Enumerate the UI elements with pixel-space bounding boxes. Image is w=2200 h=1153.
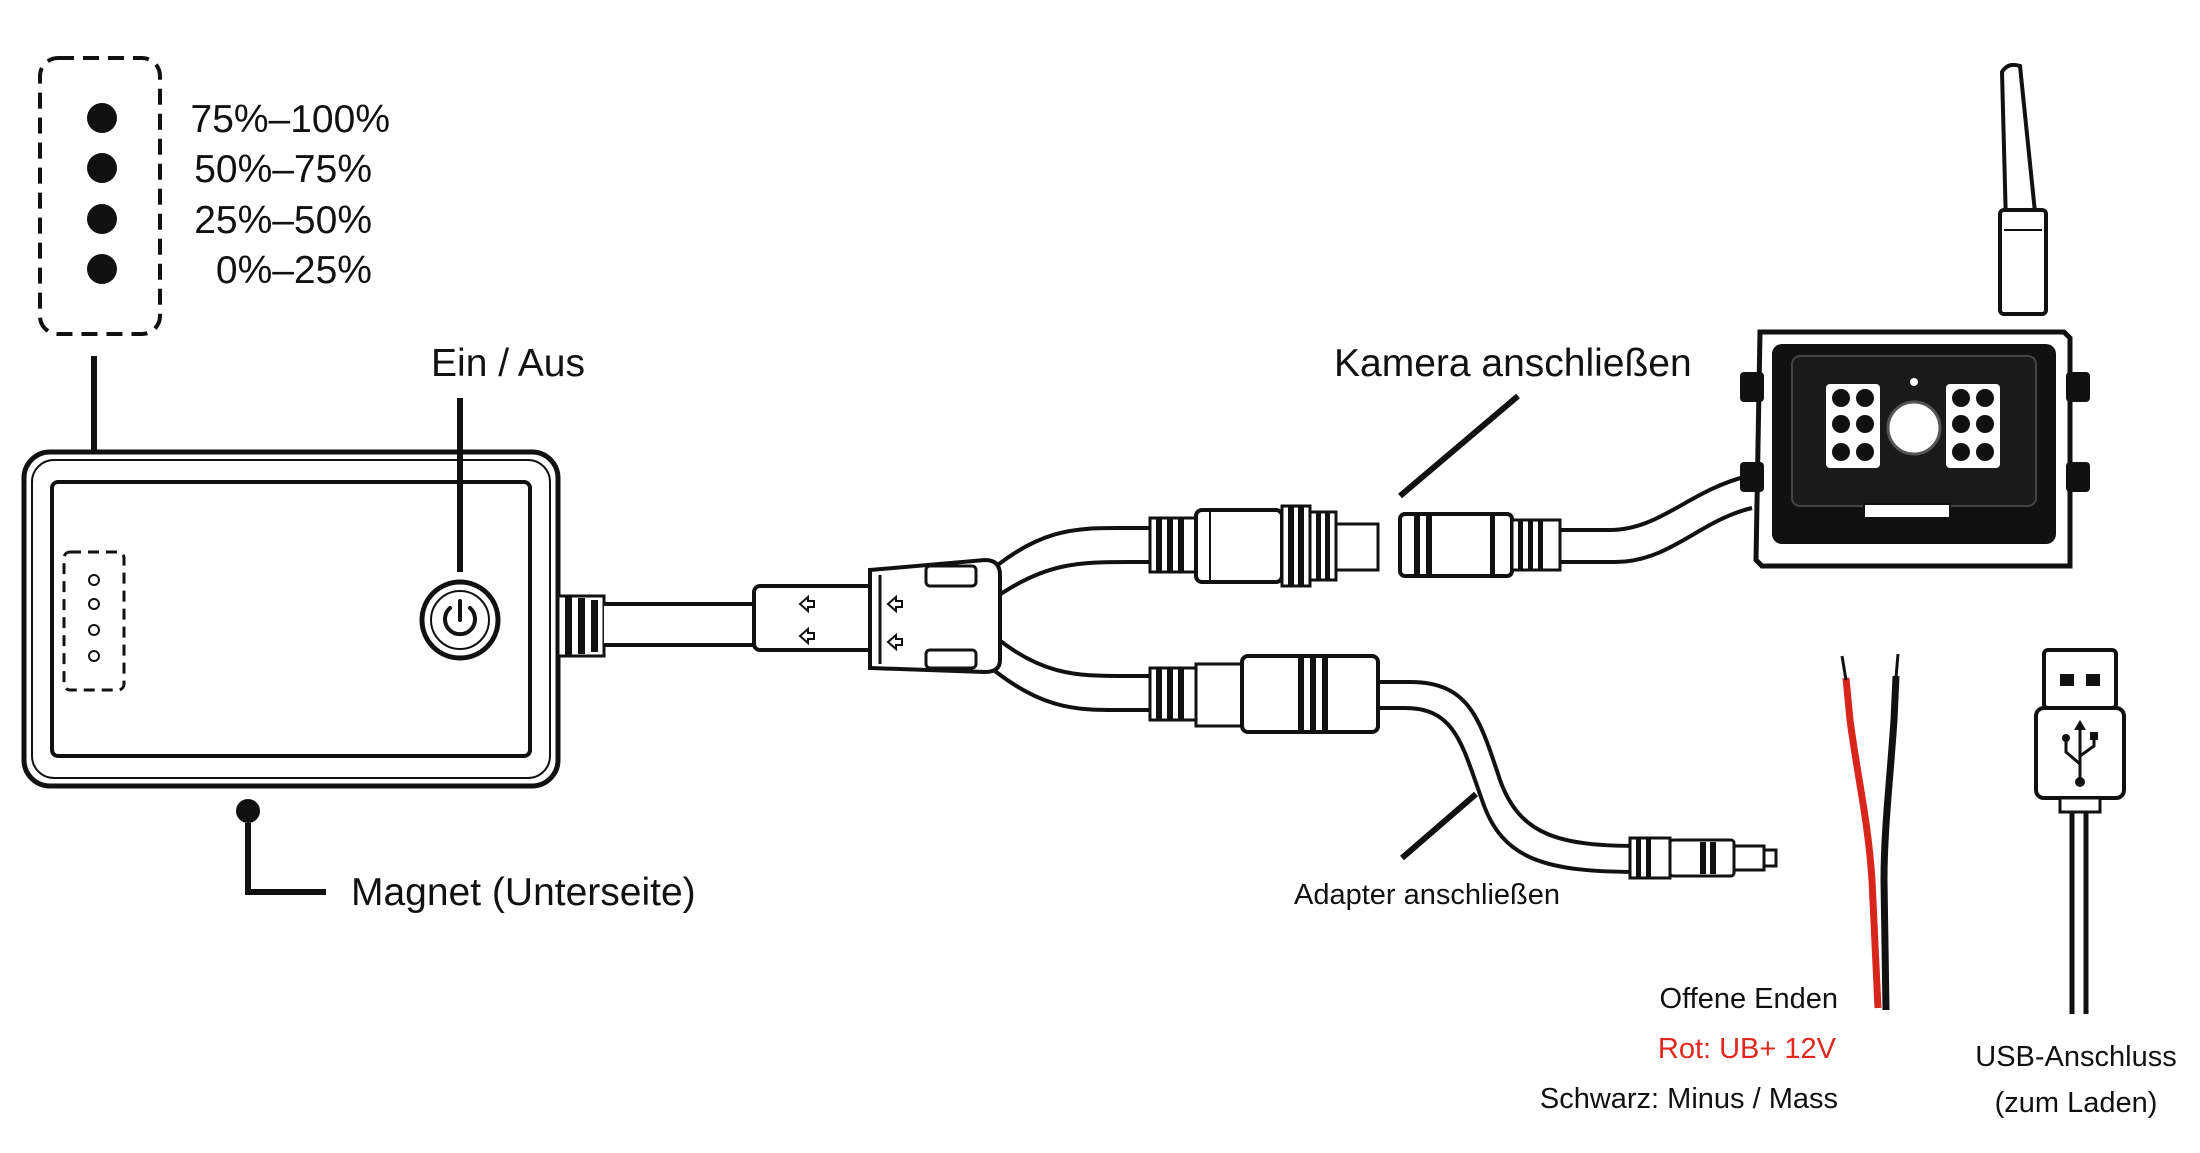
battery-led-4	[88, 650, 100, 662]
battery-led-panel	[62, 550, 126, 692]
legend-level-4: 0%–25%	[216, 249, 372, 292]
magnet-pointer-line	[245, 823, 326, 895]
legend-level-3: 25%–50%	[194, 199, 372, 242]
y-splitter	[752, 525, 1152, 713]
legend-level-2: 50%–75%	[194, 148, 372, 191]
legend-led-2	[87, 153, 117, 183]
arrow-icon	[798, 594, 903, 652]
battery-outer-shell-inner-edge	[31, 459, 551, 779]
camera-ir-left	[1826, 384, 1880, 468]
magnet-marker	[236, 799, 260, 823]
magnet-label: Magnet (Unterseite)	[351, 871, 696, 914]
open-ends-title: Offene Enden	[1660, 983, 1838, 1015]
battery-box	[21, 449, 561, 789]
power-button[interactable]	[419, 579, 501, 661]
battery-led-1	[88, 574, 100, 586]
usb-label-line1: USB-Anschluss	[1975, 1041, 2176, 1073]
open-wire-ends	[1840, 653, 1900, 1011]
usb-plug	[2034, 648, 2126, 1014]
camera-connector-female	[1398, 474, 1753, 578]
red-wire	[1842, 677, 1882, 1009]
battery-led-2	[88, 598, 100, 610]
adapter-connect-label: Adapter anschließen	[1294, 879, 1560, 911]
camera-connector-male	[1148, 504, 1380, 588]
camera	[1740, 62, 2090, 569]
open-ends-black-label: Schwarz: Minus / Mass	[1540, 1083, 1838, 1115]
power-label: Ein / Aus	[431, 342, 585, 385]
open-ends-red-label: Rot: UB+ 12V	[1658, 1033, 1837, 1065]
legend-led-3	[87, 204, 117, 234]
battery-led-3	[88, 624, 100, 636]
battery-front-panel	[50, 480, 532, 758]
camera-connect-label: Kamera anschließen	[1334, 342, 1692, 385]
usb-icon	[2062, 720, 2098, 787]
legend-frame	[38, 56, 162, 336]
camera-pointer-line	[1398, 393, 1520, 499]
camera-lens	[1886, 400, 1942, 456]
legend-led-4	[87, 254, 117, 284]
main-cable	[556, 594, 756, 658]
adapter-pointer-line	[1400, 791, 1478, 861]
power-icon	[443, 599, 477, 637]
usb-label-line2: (zum Laden)	[1995, 1087, 2158, 1119]
black-wire	[1880, 675, 1900, 1011]
legend-level-1: 75%–100%	[191, 98, 391, 141]
legend-led-1	[87, 103, 117, 133]
battery-level-legend: 75%–100% 50%–75% 25%–50% 0%–25%	[38, 56, 391, 336]
camera-ir-right	[1946, 384, 2000, 468]
adapter-connector	[1148, 654, 1778, 880]
